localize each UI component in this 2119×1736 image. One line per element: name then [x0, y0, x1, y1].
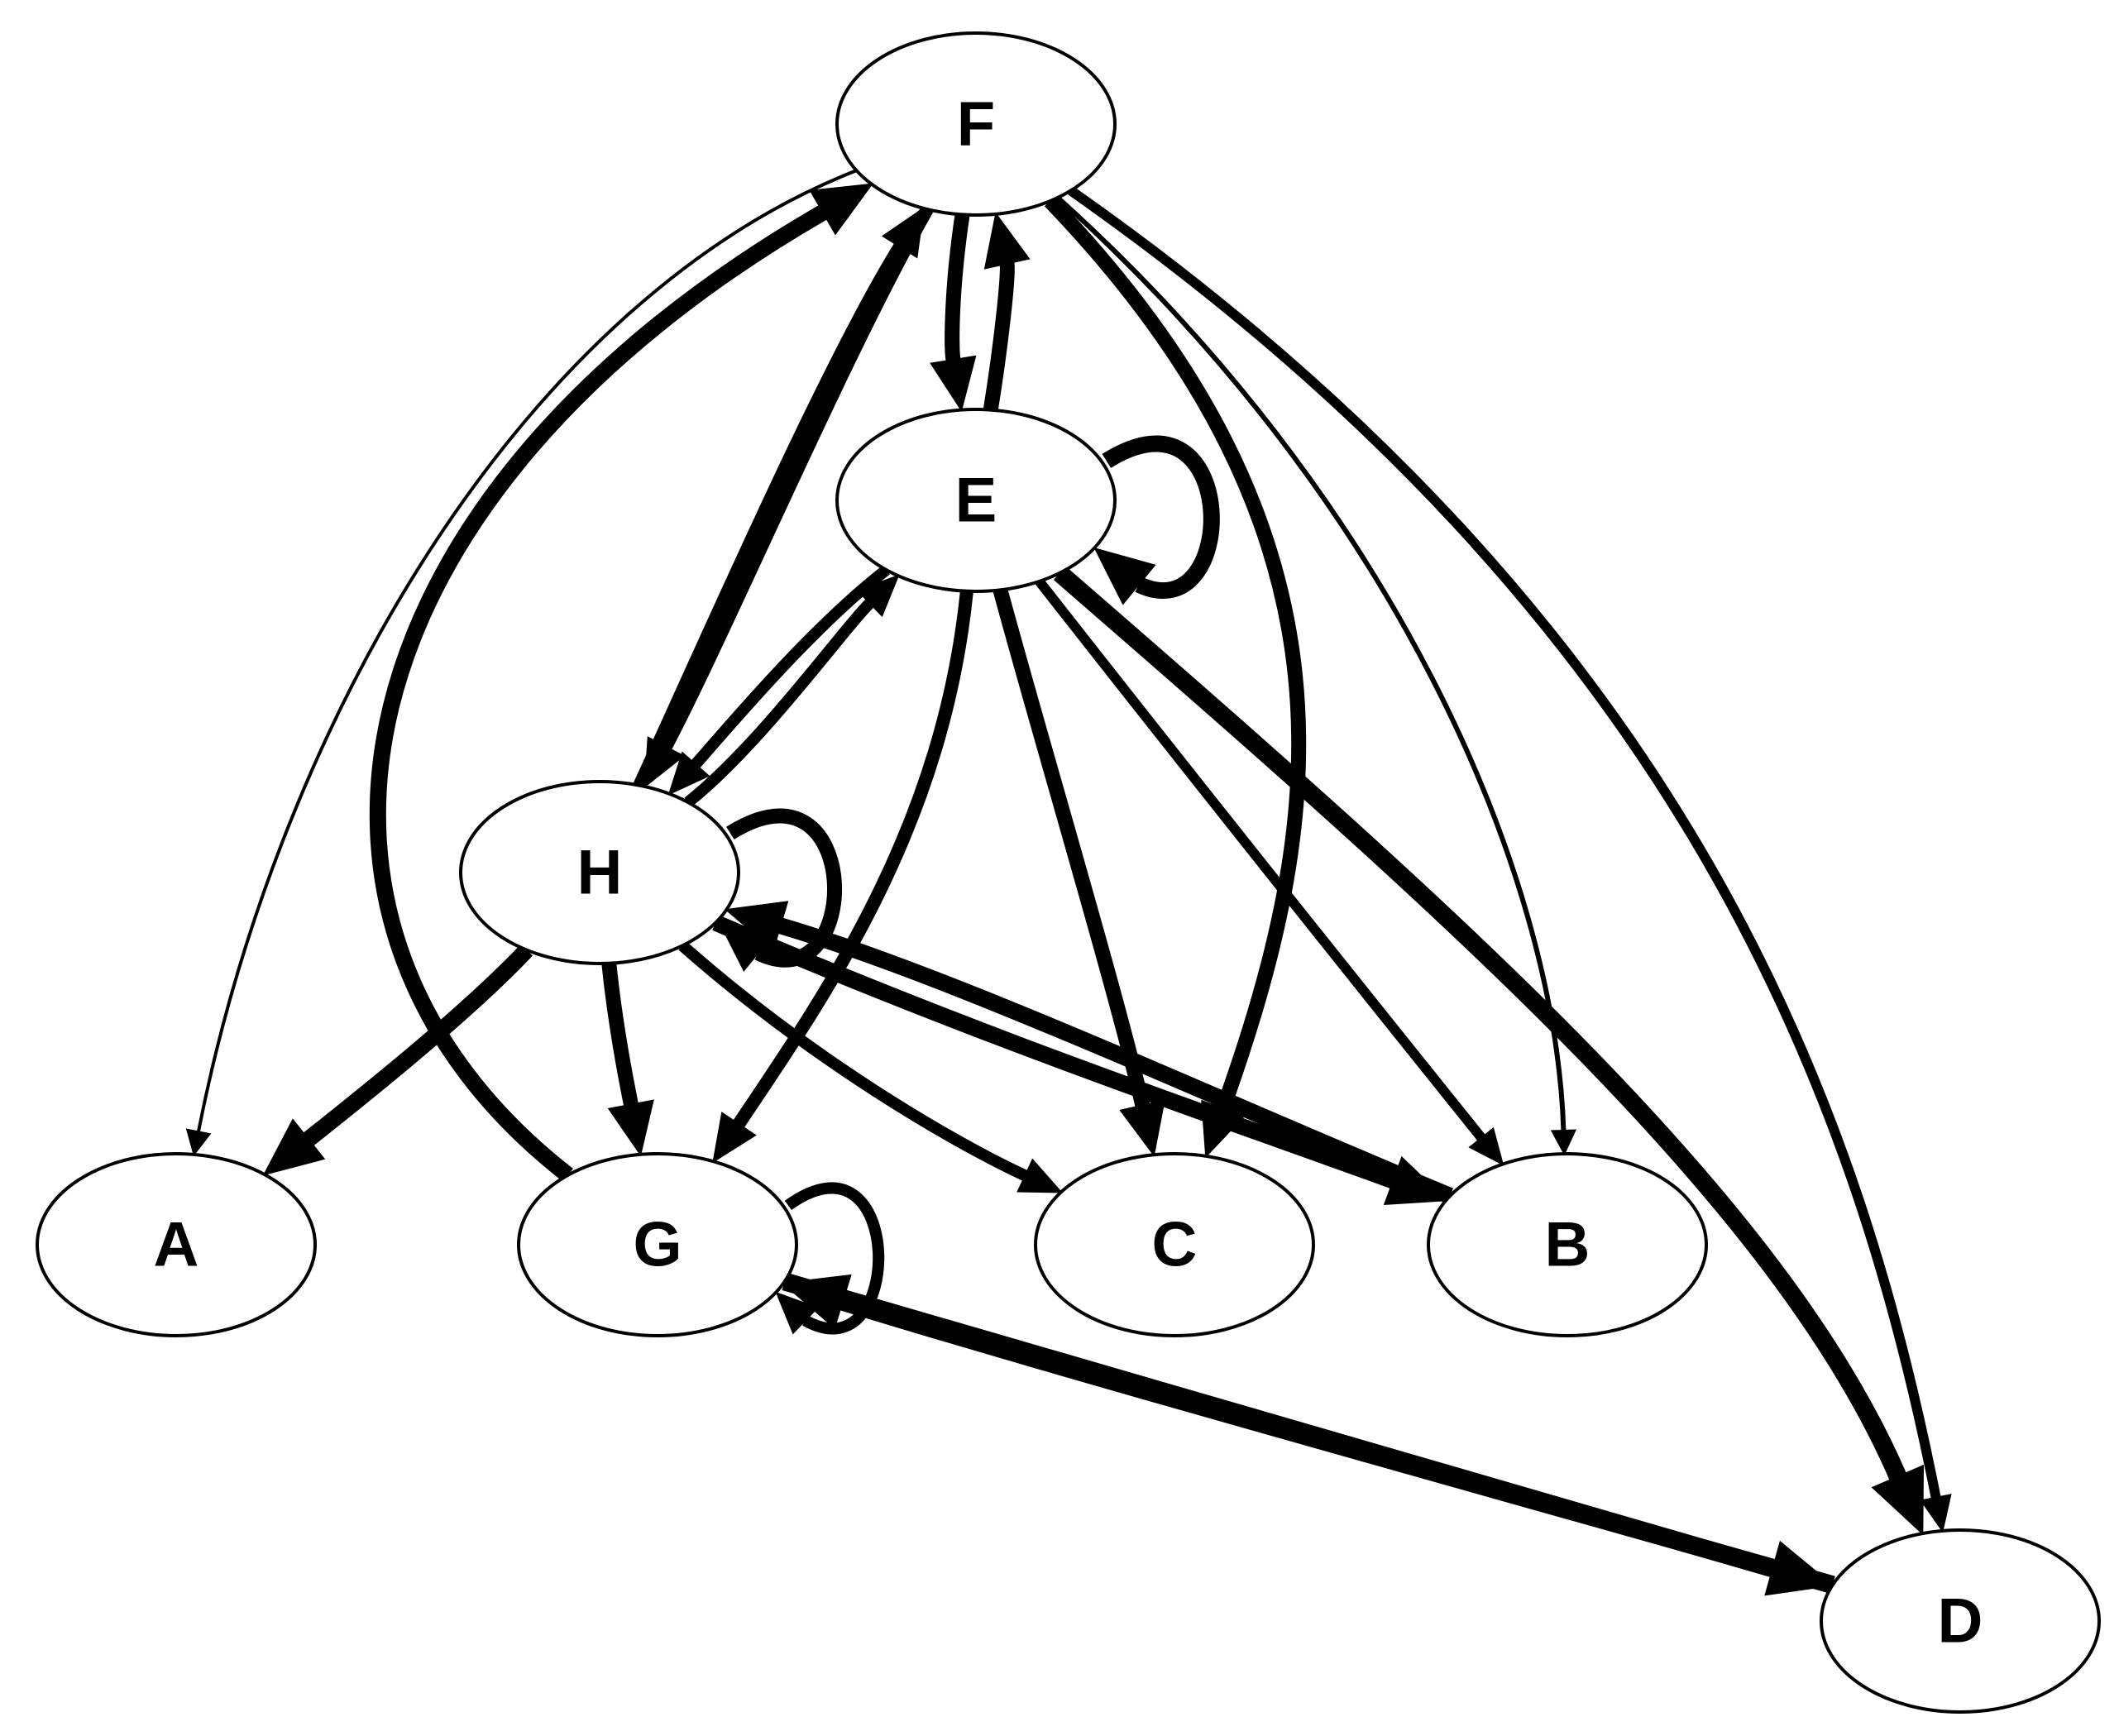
arrow-head-d-to-g	[781, 1274, 852, 1329]
edge-e-to-h	[691, 565, 890, 768]
node-b-ellipse	[1427, 1152, 1708, 1337]
edge-e-to-b	[1035, 578, 1485, 1141]
nodes-layer: F E H A G C B D	[36, 31, 2101, 1714]
arrow-head-e-to-f	[983, 212, 1031, 270]
edge-f-to-c	[1044, 195, 1307, 1112]
edge-f-to-d	[1068, 186, 1941, 1499]
edge-d-to-g	[839, 1293, 1835, 1594]
edge-h-to-e	[684, 599, 874, 807]
arrow-head-f-to-e	[930, 355, 977, 413]
arrow-head-h-to-g	[607, 1099, 654, 1157]
edge-e-to-c	[993, 587, 1150, 1107]
node-e-label: E	[955, 466, 997, 536]
node-h-label: H	[577, 838, 623, 908]
arrow-head-e-to-g	[712, 1112, 757, 1164]
node-a-ellipse	[36, 1152, 317, 1337]
node-f-ellipse	[835, 31, 1117, 217]
node-b-label: B	[1545, 1210, 1590, 1280]
arrow-head-e-to-e	[1093, 547, 1156, 605]
edge-h-to-a	[303, 944, 533, 1146]
node-g: G	[517, 1152, 798, 1337]
node-d-ellipse	[1820, 1528, 2101, 1714]
edge-e-to-d	[1053, 566, 1906, 1480]
arrow-head-h-to-a	[262, 1118, 326, 1176]
node-f: F	[835, 31, 1117, 217]
edge-f-to-e	[945, 213, 970, 361]
edge-b-to-h	[777, 917, 1454, 1204]
node-e-ellipse	[835, 408, 1117, 593]
edge-e-to-f	[983, 261, 1015, 412]
edges-layer	[185, 169, 1952, 1596]
node-h-ellipse	[459, 780, 740, 965]
arrow-head-f-to-b	[1550, 1129, 1577, 1156]
node-c: C	[1034, 1152, 1315, 1337]
arrow-head-e-to-c	[1119, 1099, 1165, 1157]
arrow-head-f-to-d	[1920, 1494, 1952, 1533]
edge-f-to-a	[196, 169, 858, 1132]
node-d-label: D	[1938, 1586, 1983, 1657]
edge-e-to-e	[1102, 435, 1220, 599]
arrow-head-h-to-e	[856, 574, 900, 618]
node-c-label: C	[1152, 1210, 1198, 1280]
node-g-ellipse	[517, 1152, 798, 1337]
arrow-head-e-to-h	[667, 751, 710, 796]
edge-h-to-b	[712, 915, 1397, 1189]
edge-g-to-g	[784, 1182, 885, 1335]
arrow-head-e-to-b	[1468, 1126, 1504, 1166]
edge-e-to-g	[733, 590, 973, 1128]
node-d: D	[1820, 1528, 2101, 1714]
node-a: A	[36, 1152, 317, 1337]
node-f-label: F	[957, 89, 995, 160]
node-a-label: A	[154, 1210, 199, 1280]
edge-f-to-h	[659, 206, 934, 750]
edge-h-to-f	[633, 242, 906, 788]
arrow-head-f-to-a	[185, 1128, 212, 1157]
edge-g-to-f	[369, 205, 828, 1182]
arrow-head-h-to-f	[881, 206, 926, 259]
arrow-head-b-to-h	[724, 901, 789, 951]
arrow-head-h-to-c	[1016, 1158, 1064, 1193]
node-e: E	[835, 408, 1117, 593]
edge-f-to-b	[1055, 195, 1567, 1131]
arrow-head-e-to-d	[1871, 1464, 1925, 1536]
node-b: B	[1427, 1152, 1708, 1337]
node-c-ellipse	[1034, 1152, 1315, 1337]
edge-h-to-g	[601, 962, 639, 1107]
node-g-label: G	[633, 1210, 682, 1280]
edge-h-to-c	[678, 941, 1028, 1181]
arrow-head-g-to-f	[809, 183, 874, 236]
arrow-head-g-to-g	[775, 1291, 819, 1335]
node-h: H	[459, 780, 740, 965]
